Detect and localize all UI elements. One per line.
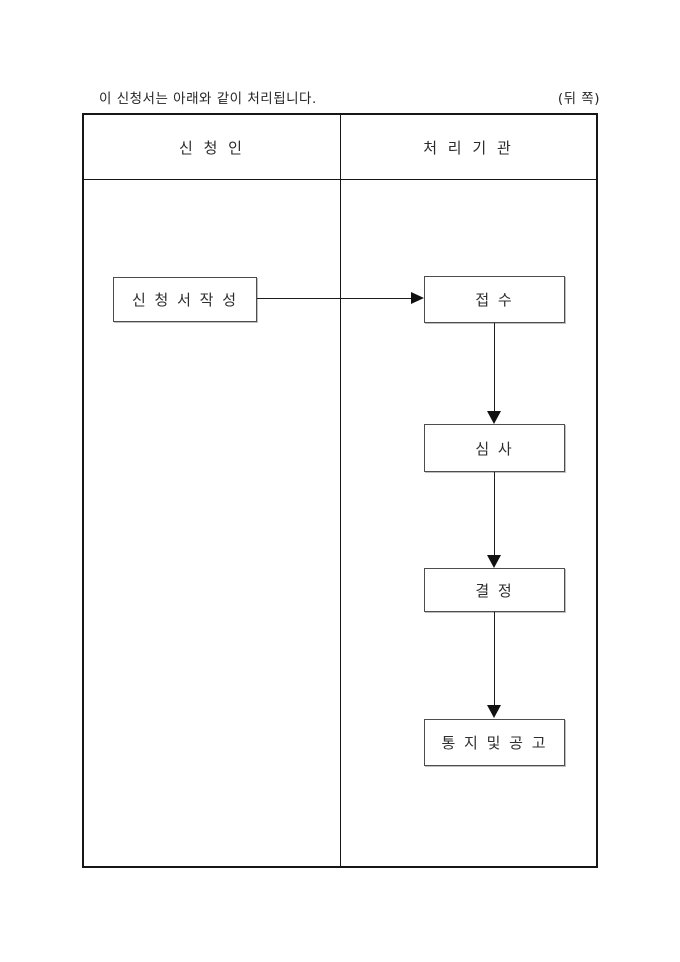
caption-row: 이 신청서는 아래와 같이 처리됩니다. (뒤 쪽) xyxy=(99,87,600,107)
back-side-label: (뒤 쪽) xyxy=(557,91,600,107)
table-header-row: 신 청 인 처 리 기 관 xyxy=(84,115,596,180)
down-arrowhead-icon xyxy=(487,555,501,568)
process-note: 이 신청서는 아래와 같이 처리됩니다. xyxy=(99,91,317,107)
step-box-application-write: 신 청 서 작 성 xyxy=(113,277,257,322)
arrow-review-to-decision-line xyxy=(494,472,495,556)
step-box-decision: 결 정 xyxy=(424,568,565,612)
column-divider xyxy=(340,180,341,866)
arrow-receipt-to-review-line xyxy=(494,323,495,411)
right-arrowhead-icon xyxy=(411,292,424,304)
arrow-write-to-receipt-line xyxy=(257,298,412,299)
process-table: 신 청 인 처 리 기 관 xyxy=(82,113,598,868)
column-header-agency: 처 리 기 관 xyxy=(423,138,514,157)
column-header-applicant: 신 청 인 xyxy=(84,115,341,179)
down-arrowhead-icon xyxy=(487,705,501,718)
step-box-notice-announcement: 통 지 및 공 고 xyxy=(424,719,565,766)
table-body xyxy=(84,180,596,866)
step-box-receipt: 접 수 xyxy=(424,276,565,323)
step-box-review: 심 사 xyxy=(424,424,565,472)
arrow-decision-to-notice-line xyxy=(494,612,495,706)
down-arrowhead-icon xyxy=(487,411,501,424)
